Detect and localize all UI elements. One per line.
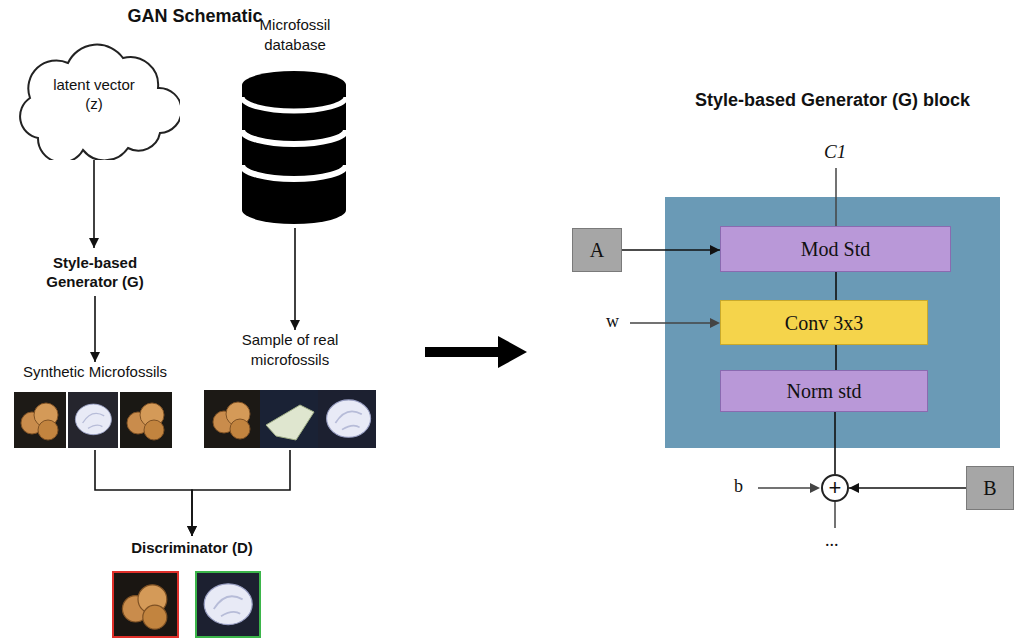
connector-line [835,272,837,300]
database-node: Microfossil database [234,15,356,228]
discriminator-node: Discriminator (D) [122,536,262,560]
node-text: Mod Std [801,236,870,262]
arrow-head [849,483,859,493]
connector-line [622,249,720,251]
generator-node: Style-based Generator (G) [24,248,166,296]
arrow-head [187,526,197,536]
conv-box: Conv 3x3 [720,300,928,345]
connector [187,450,290,536]
connector-line [294,228,296,330]
input-label: C1 [824,141,846,163]
continuation-label: ... [825,530,839,551]
style-a-box: A [572,228,622,272]
norm-std-box: Norm std [720,370,928,412]
connector [836,345,837,370]
connector-line [834,412,836,474]
real-sample-node: Sample of real microfossils [200,330,380,450]
cloud-outline [8,28,180,160]
arrow-head [290,320,300,330]
weight-label: w [606,311,619,332]
node-text: A [590,237,604,263]
noise-b-box: B [966,466,1014,510]
sum-circle: + [821,474,849,502]
connector-line [192,450,290,536]
node-text: Microfossil database [240,15,350,54]
synthetic-node: Synthetic Microfossils [8,362,182,450]
connector [90,296,100,362]
arrow-head [187,526,197,536]
connector [836,272,837,300]
node-text: Synthetic Microfossils [23,362,167,382]
node-text: Conv 3x3 [785,310,863,336]
connector-line [849,487,966,489]
connector-line [835,345,837,370]
node-text: latent vector (z) [44,75,144,114]
latent-cloud: latent vector (z) [8,28,180,160]
mod-std-box: Mod Std [720,226,951,272]
node-text: Style-based Generator (G) block [635,89,1014,112]
connector [622,245,720,255]
node-text: Discriminator (D) [131,538,253,558]
connector-line [95,450,192,536]
bias-label: b [734,476,743,497]
node-text: Style-based Generator (G) [30,253,160,292]
generator-block: Style-based Generator (G) blockMod StdCo… [665,197,1000,448]
node-text: Sample of real microfossils [215,330,365,369]
arrow-head [89,238,99,248]
connector [849,483,966,493]
connector [95,450,197,536]
node-text: Norm std [787,378,862,404]
connector [835,412,836,474]
connector [89,160,99,248]
connector [290,228,300,330]
arrow-head [90,352,100,362]
connector-line [93,160,95,248]
node-text: + [829,477,842,499]
node-text: B [983,475,996,501]
arrow-head [710,245,720,255]
